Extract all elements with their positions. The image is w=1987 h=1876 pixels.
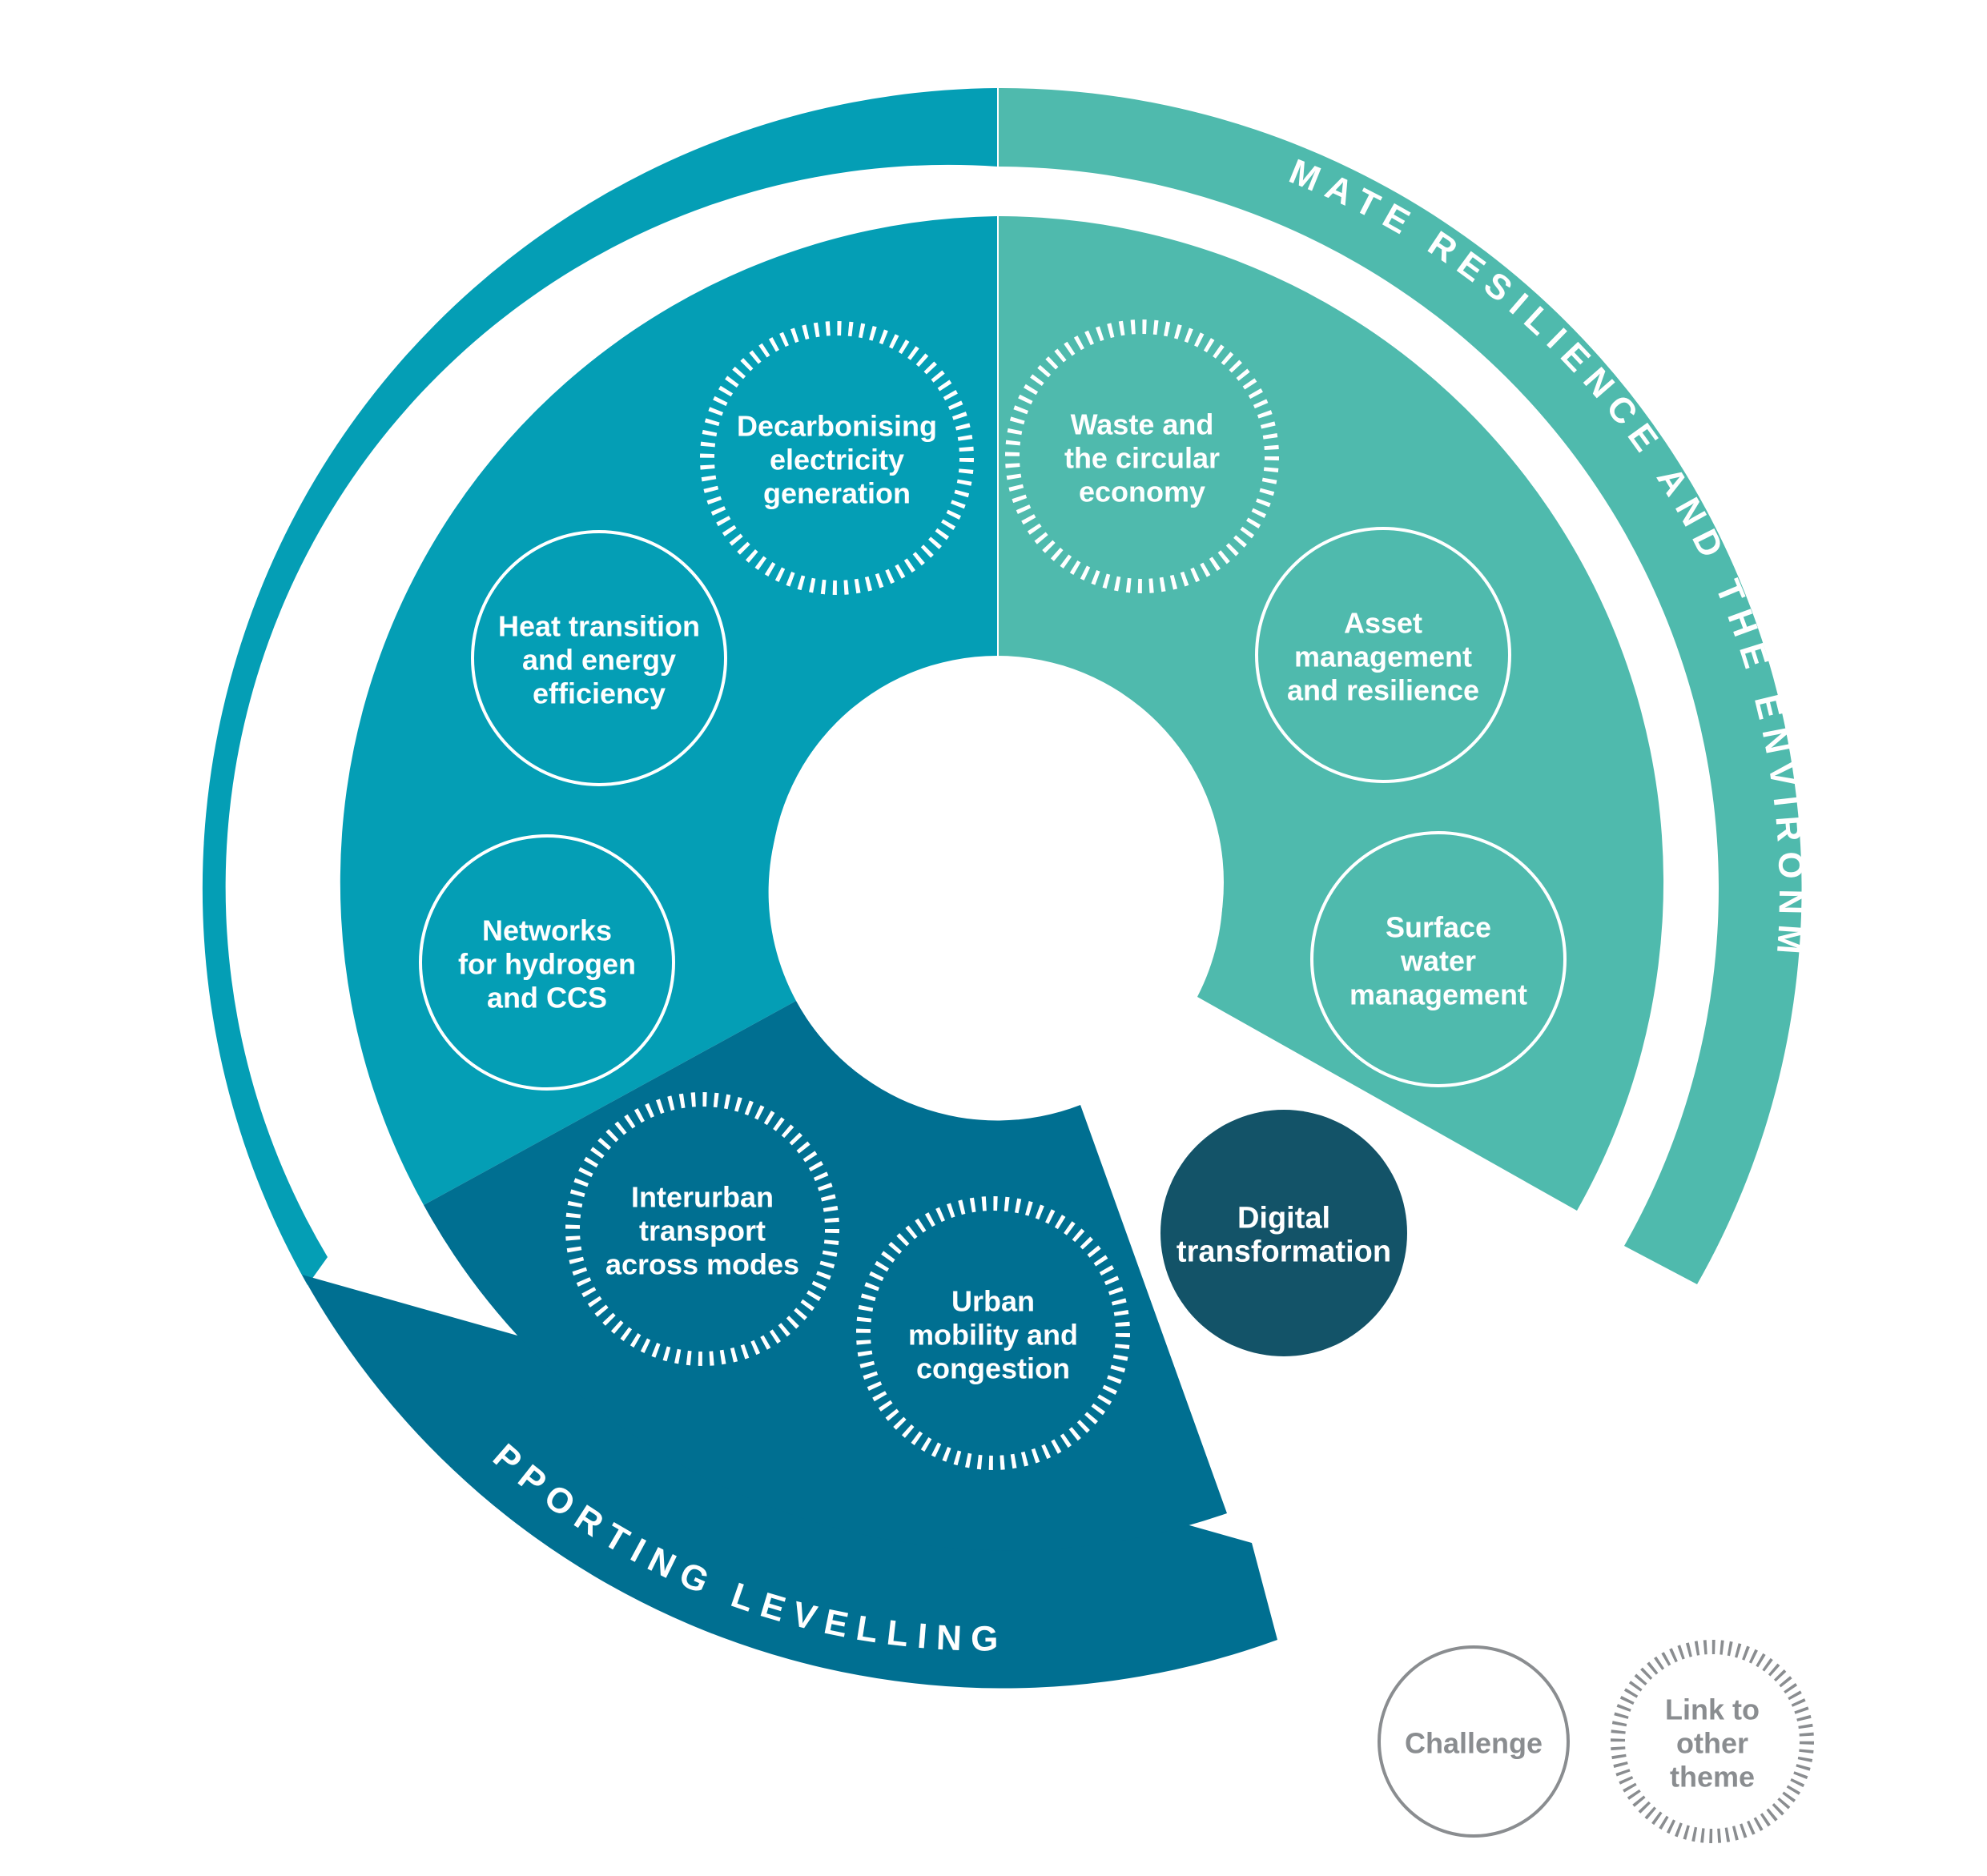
legend-challenge: Challenge xyxy=(1378,1645,1570,1838)
digital-transformation-circle[interactable] xyxy=(1160,1110,1407,1356)
band-climate-resilience xyxy=(999,87,1802,1284)
solid-ring xyxy=(1378,1645,1570,1838)
label-line: and energy xyxy=(522,644,676,677)
dashed-ring xyxy=(565,1092,839,1366)
label-line: for hydrogen xyxy=(458,948,636,981)
challenge-label: Challenge xyxy=(1405,1727,1543,1760)
label-line: Networks xyxy=(482,914,612,947)
dashed-ring xyxy=(1005,319,1279,593)
dashed-ring xyxy=(1611,1640,1814,1843)
segment-reaching-net-zero xyxy=(340,216,997,1205)
label-line: water xyxy=(1400,945,1476,978)
segment-climate-resilience xyxy=(999,216,1664,1211)
dashed-ring xyxy=(700,321,974,595)
label-line: electricity xyxy=(770,444,904,476)
label-line: Interurban xyxy=(631,1181,774,1214)
solid-ring xyxy=(471,530,727,786)
label-line: Urban xyxy=(951,1285,1035,1318)
label-line: economy xyxy=(1079,476,1205,508)
label-line: and resilience xyxy=(1287,674,1479,707)
label-line: management xyxy=(1349,978,1527,1011)
label-line: Surface xyxy=(1386,911,1491,944)
label-line: across modes xyxy=(605,1248,799,1281)
label-line: mobility and xyxy=(908,1319,1078,1352)
solid-ring xyxy=(1310,831,1567,1087)
label-line: transformation xyxy=(1177,1235,1391,1269)
label-line: and CCS xyxy=(487,982,607,1014)
label-line: Challenge xyxy=(1405,1727,1543,1760)
label-line: other xyxy=(1676,1727,1748,1760)
label-line: congestion xyxy=(916,1352,1070,1385)
solid-ring xyxy=(419,834,675,1091)
dashed-ring xyxy=(856,1196,1130,1470)
label-line: Asset xyxy=(1344,607,1422,640)
label-line: transport xyxy=(639,1215,766,1247)
label-line: Waste and xyxy=(1071,408,1214,441)
label-line: the circular xyxy=(1064,442,1220,475)
label-line: Decarbonising xyxy=(737,410,937,443)
label-line: theme xyxy=(1670,1761,1755,1794)
label-line: Link to xyxy=(1665,1693,1760,1726)
band-reaching-net-zero xyxy=(202,88,997,1285)
label-line: management xyxy=(1294,641,1472,673)
solid-ring xyxy=(1255,527,1511,783)
center-hole xyxy=(770,656,1224,1109)
label-line: efficiency xyxy=(533,677,666,710)
label-line: Digital xyxy=(1237,1202,1330,1235)
label-line: Heat transition xyxy=(498,610,700,643)
label-line: generation xyxy=(763,477,911,510)
